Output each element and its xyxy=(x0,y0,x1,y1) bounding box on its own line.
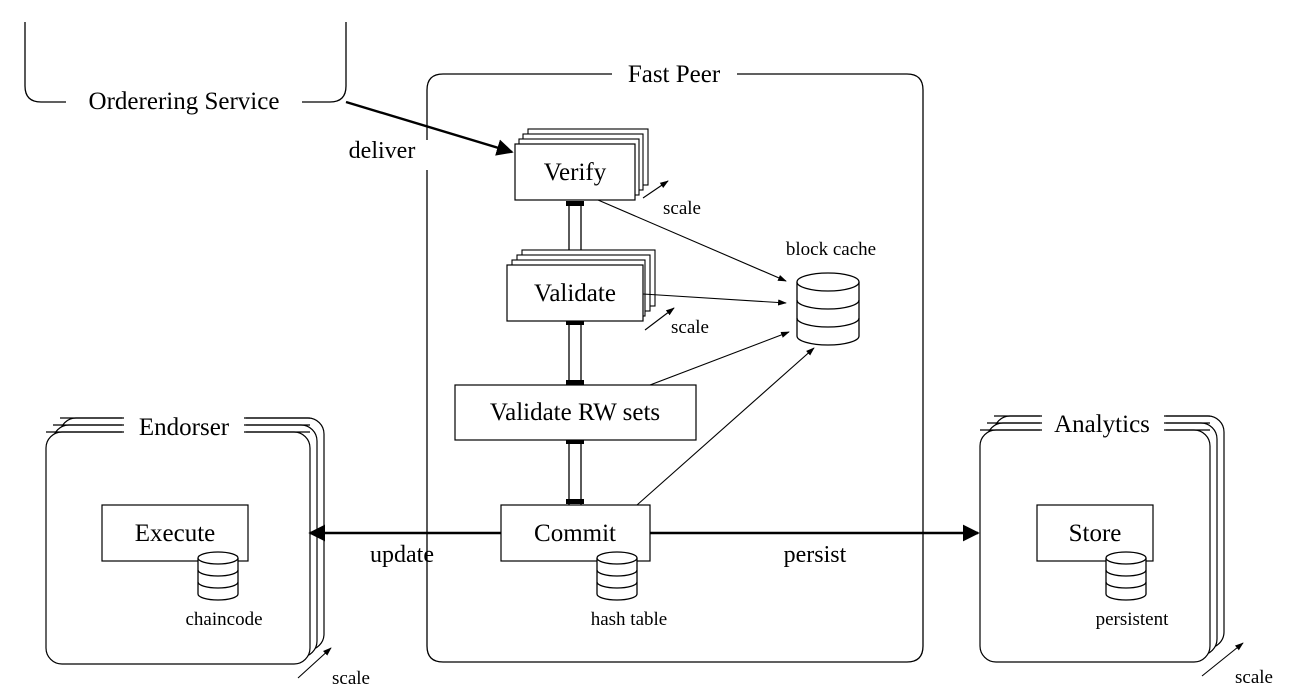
ordering-service-title: Orderering Service xyxy=(89,88,280,115)
store-label: Store xyxy=(1069,520,1122,547)
validate-to-cache-arrow xyxy=(642,293,787,306)
analytics-container: Analytics Store persistent scale xyxy=(979,408,1273,688)
analytics-scale-arrow xyxy=(1201,642,1244,677)
endorser-container: Endorser Execute chaincode scale xyxy=(45,410,370,689)
ordering-service-container: Orderering Service xyxy=(24,22,347,115)
verify-stage: Verify scale xyxy=(514,128,701,219)
chaincode-label: chaincode xyxy=(185,609,262,630)
validate-scale-arrow xyxy=(644,307,675,331)
verify-scale-label: scale xyxy=(663,198,701,219)
validate-scale-label: scale xyxy=(671,317,709,338)
validate-rw-to-cache-arrow xyxy=(649,331,790,386)
execute-label: Execute xyxy=(135,520,216,547)
commit-stage: Commit hash table xyxy=(500,504,668,630)
update-label: update xyxy=(370,542,434,568)
pipeline-connectors xyxy=(566,201,584,505)
verify-scale-arrow xyxy=(642,180,669,199)
deliver-label: deliver xyxy=(349,138,416,164)
fast-peer-container: Fast Peer xyxy=(426,61,924,663)
analytics-title: Analytics xyxy=(1054,411,1150,438)
commit-to-cache-arrow xyxy=(636,347,815,506)
hash-table-label: hash table xyxy=(591,609,668,630)
commit-label: Commit xyxy=(534,520,616,547)
persist-label: persist xyxy=(784,542,847,568)
analytics-scale-label: scale xyxy=(1235,667,1273,688)
deliver-arrow xyxy=(345,100,514,156)
endorser-scale-arrow xyxy=(297,647,332,679)
fast-peer-title: Fast Peer xyxy=(628,61,721,88)
validate-rw-stage: Validate RW sets xyxy=(454,384,697,441)
endorser-title: Endorser xyxy=(139,414,230,441)
block-cache-label: block cache xyxy=(786,239,876,260)
persistent-label: persistent xyxy=(1096,609,1170,630)
validate-stage: Validate scale xyxy=(506,249,709,338)
persistent-database-icon xyxy=(1105,551,1147,601)
block-cache-database-icon xyxy=(796,272,860,346)
block-cache-edges xyxy=(597,199,815,506)
verify-to-cache-arrow xyxy=(597,199,787,282)
validate-label: Validate xyxy=(534,280,616,307)
verify-label: Verify xyxy=(544,159,607,186)
hash-table-database-icon xyxy=(596,551,638,601)
endorser-scale-label: scale xyxy=(332,668,370,689)
validate-rw-label: Validate RW sets xyxy=(490,399,660,426)
store-box xyxy=(1036,504,1154,562)
chaincode-database-icon xyxy=(197,551,239,601)
